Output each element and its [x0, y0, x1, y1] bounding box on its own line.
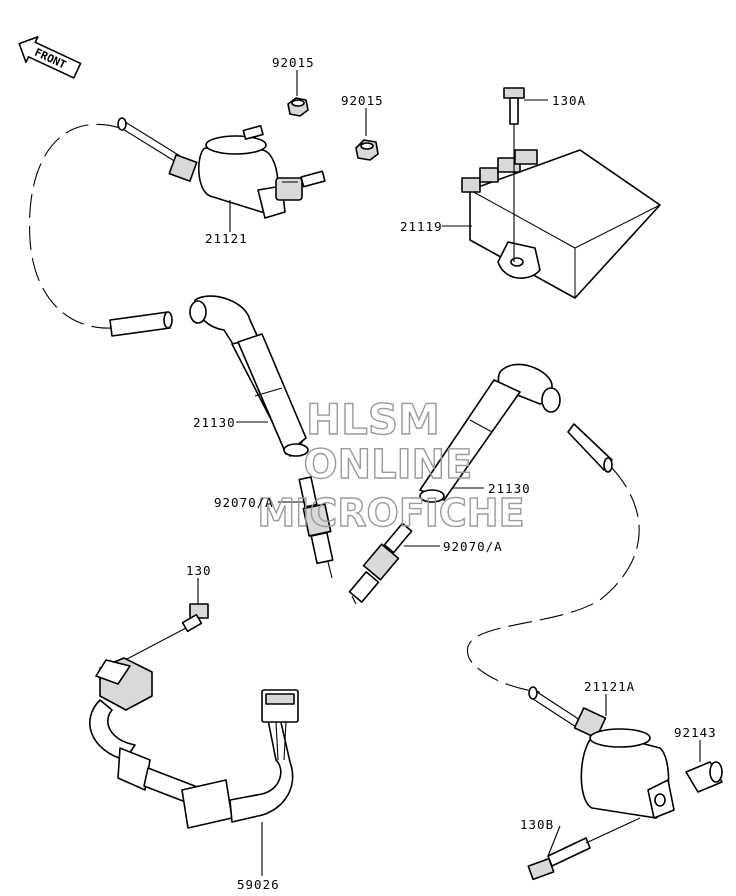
leader-lines: [197, 70, 701, 876]
wire-harness[interactable]: [89, 657, 299, 829]
callout-cap-left[interactable]: 21130: [193, 415, 236, 430]
callout-plug-left[interactable]: 92070/A: [214, 495, 274, 510]
callout-collar[interactable]: 92143: [674, 725, 717, 740]
callout-labels: 92015 92015 21121 130A 21119 21130 21130…: [186, 55, 717, 892]
callout-ecu-unit[interactable]: 21119: [400, 219, 443, 234]
ignition-coil-upper[interactable]: [28, 117, 326, 329]
watermark-line-3: MICROFICHE: [257, 491, 524, 535]
callout-bolt-ecu[interactable]: 130A: [552, 93, 586, 108]
bolt-130b[interactable]: [527, 817, 641, 881]
spark-plug-cap-left[interactable]: [189, 295, 309, 457]
spark-plug-right[interactable]: [348, 522, 413, 605]
callout-nut-top-right[interactable]: 92015: [341, 93, 384, 108]
callout-bolt-coil-lower[interactable]: 130B: [520, 817, 554, 832]
spark-plug-left[interactable]: [298, 476, 334, 579]
callout-coil-upper[interactable]: 21121: [205, 231, 248, 246]
nut-top-right[interactable]: [355, 139, 379, 161]
watermark-line-1: HLSM: [306, 395, 440, 444]
spark-plug-cap-right[interactable]: [419, 363, 561, 503]
bolt-130[interactable]: [124, 603, 209, 661]
callout-harness[interactable]: 59026: [237, 877, 280, 892]
callout-coil-lower[interactable]: 21121A: [584, 679, 635, 694]
callout-nut-top-left[interactable]: 92015: [272, 55, 315, 70]
collar-92143[interactable]: [685, 761, 723, 793]
watermark-line-2: ONLINE: [304, 442, 473, 488]
nut-top-left[interactable]: [287, 97, 309, 117]
callout-cap-right[interactable]: 21130: [488, 481, 531, 496]
callout-plug-right[interactable]: 92070/A: [443, 539, 503, 554]
hose-stub-left: [109, 311, 173, 337]
front-arrow-icon: FRONT: [18, 36, 82, 79]
ignition-coil-lower[interactable]: [528, 686, 675, 819]
ecu-unit[interactable]: [461, 149, 661, 299]
watermark: HLSM ONLINE MICROFICHE: [257, 394, 526, 535]
hose-stub-right: [467, 423, 640, 693]
bolt-130a[interactable]: [503, 87, 525, 262]
callout-bolt-harness[interactable]: 130: [186, 563, 212, 578]
